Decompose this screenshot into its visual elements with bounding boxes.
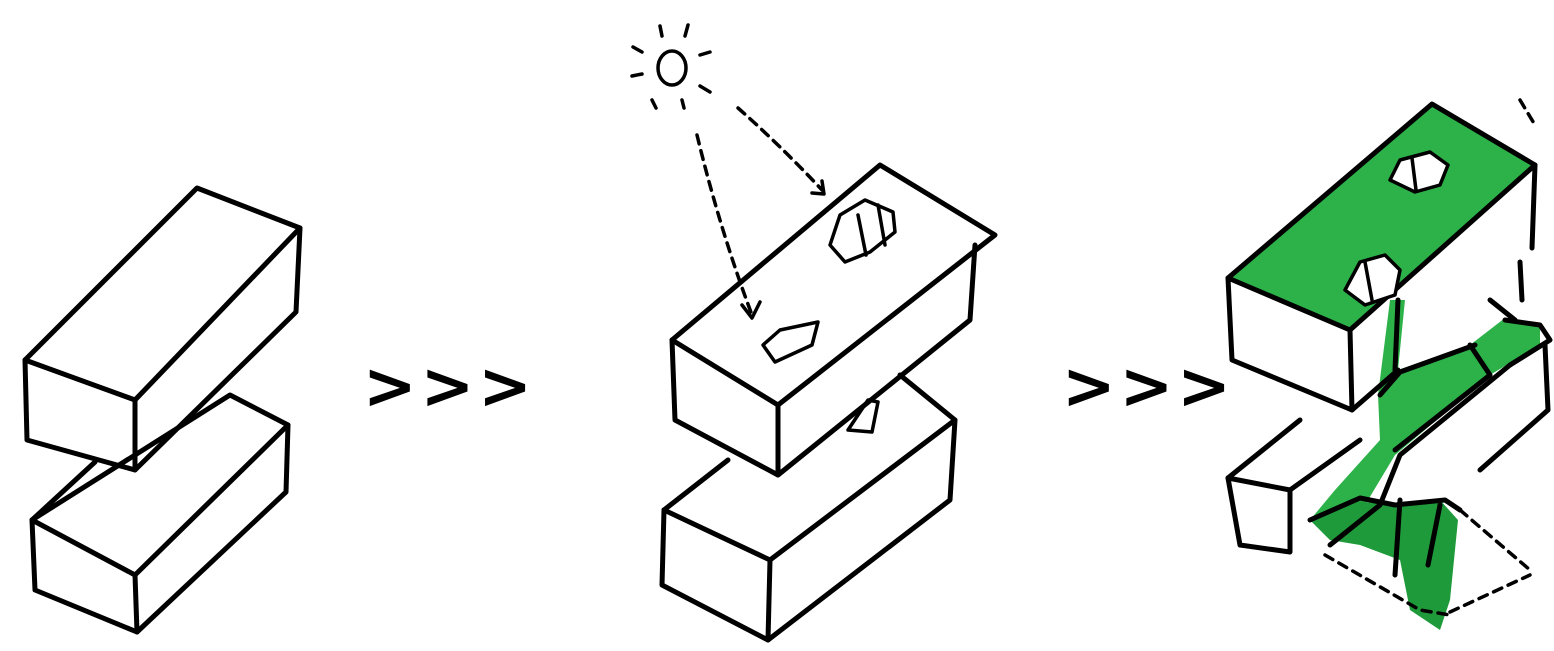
upper-box bbox=[25, 188, 300, 470]
panel-sun-and-skylights bbox=[632, 25, 995, 640]
panel-green-roof-and-ramp bbox=[1228, 100, 1550, 630]
lower-box bbox=[662, 375, 955, 640]
sun-icon bbox=[632, 25, 710, 108]
lower-box bbox=[32, 395, 288, 632]
panel-stacked-blocks bbox=[25, 188, 300, 632]
dashed-light-rays bbox=[697, 108, 824, 318]
sequence-arrow-1: >>> bbox=[363, 350, 536, 424]
sequence-arrow-2: >>> bbox=[1062, 350, 1235, 424]
skylights bbox=[763, 200, 895, 362]
